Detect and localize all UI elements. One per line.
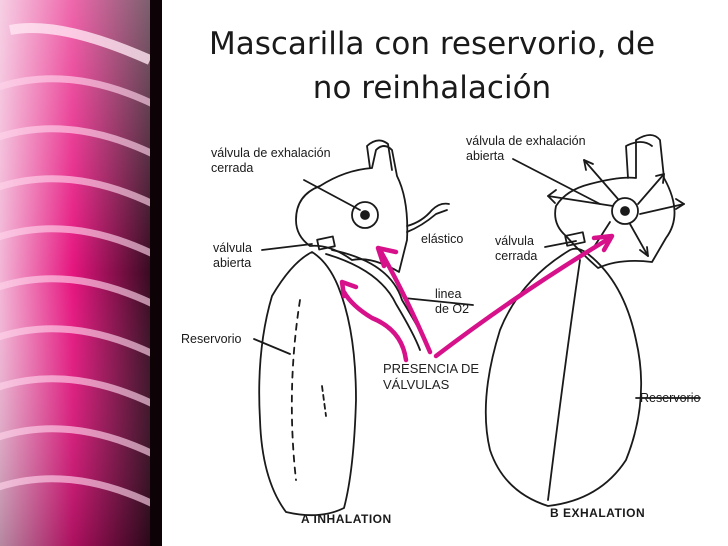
label-line: válvula de exhalación	[211, 146, 331, 161]
label-line: válvula	[495, 234, 537, 249]
label-line: cerrada	[495, 249, 537, 264]
label-line: linea	[435, 287, 469, 302]
label-o2-line: linea de O2	[435, 287, 469, 317]
label-valve-closed: válvula cerrada	[495, 234, 537, 264]
label-valve-open: válvula abierta	[213, 241, 252, 271]
label-elastic: elástico	[421, 232, 463, 247]
slide-title: Mascarilla con reservorio, de no reinhal…	[172, 22, 692, 110]
inhalation-flow-arrow-2	[380, 250, 430, 352]
annotation-line-1: PRESENCIA DE	[383, 361, 479, 377]
label-exhalation-valve-open: válvula de exhalación abierta	[466, 134, 586, 164]
label-line: abierta	[466, 149, 586, 164]
annotation-line-2: VÁLVULAS	[383, 377, 479, 393]
label-line: abierta	[213, 256, 252, 271]
inhalation-valve-a	[317, 236, 335, 249]
label-reservoir-a: Reservorio	[181, 332, 241, 347]
valves-annotation: PRESENCIA DE VÁLVULAS	[383, 361, 479, 393]
chest-xray-image	[0, 0, 162, 546]
label-line: cerrada	[211, 161, 331, 176]
title-line-1: Mascarilla con reservorio, de	[172, 22, 692, 66]
caption-inhalation: A INHALATION	[301, 512, 392, 526]
label-line: de O2	[435, 302, 469, 317]
caption-exhalation: B EXHALATION	[550, 506, 645, 520]
label-reservoir-b: Reservorio	[640, 391, 700, 406]
title-line-2: no reinhalación	[172, 66, 692, 110]
label-line: válvula de exhalación	[466, 134, 586, 149]
mask-diagram	[162, 118, 722, 546]
label-line: válvula	[213, 241, 252, 256]
label-exhalation-valve-closed: válvula de exhalación cerrada	[211, 146, 331, 176]
